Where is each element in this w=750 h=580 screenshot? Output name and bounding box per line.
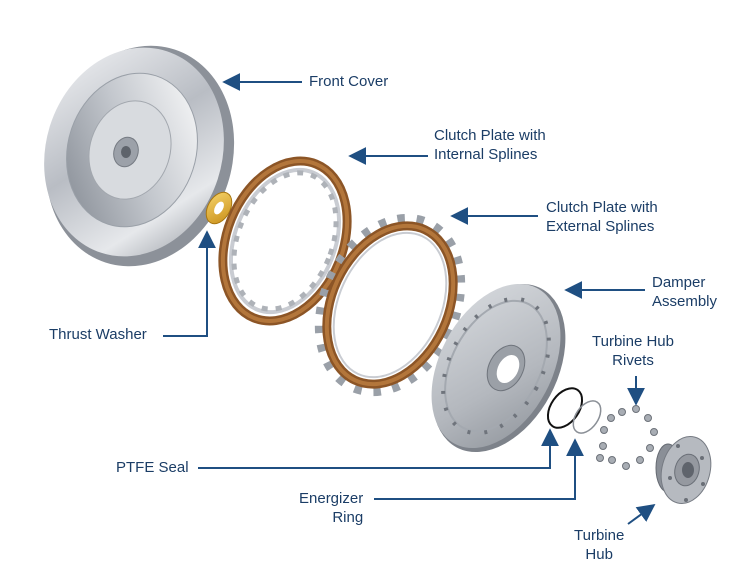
thrust-washer-part [205, 191, 233, 225]
clutch-plate-internal-part [218, 156, 352, 326]
label-thrust-washer: Thrust Washer [49, 326, 147, 343]
ptfe-seal-leader [198, 428, 559, 469]
label-clutch-plate-external: Clutch Plate with External Splines [546, 199, 658, 235]
label-energizer-ring: Energizer Ring [299, 490, 364, 526]
label-turbine-hub: Turbine Hub [574, 527, 625, 563]
turbine-hub-leader [627, 503, 656, 525]
thrust-washer-leader [163, 230, 216, 337]
front-cover-part [44, 45, 235, 267]
label-turbine-hub-rivets: Turbine Hub Rivets [592, 333, 674, 369]
turbine-hub-part [655, 436, 712, 504]
label-damper-assembly: Damper Assembly [652, 274, 718, 310]
damper-assembly-part [431, 283, 566, 453]
label-clutch-plate-internal: Clutch Plate with Internal Splines [434, 127, 546, 163]
label-ptfe-seal: PTFE Seal [116, 459, 189, 476]
ptfe-seal-part [546, 387, 584, 429]
energizer-ring-leader [374, 438, 584, 500]
label-front-cover: Front Cover [309, 73, 389, 90]
energizer-ring-part [572, 400, 602, 434]
turbine-hub-rivets-part [596, 405, 658, 470]
clutch-plate-external-part [314, 213, 466, 397]
